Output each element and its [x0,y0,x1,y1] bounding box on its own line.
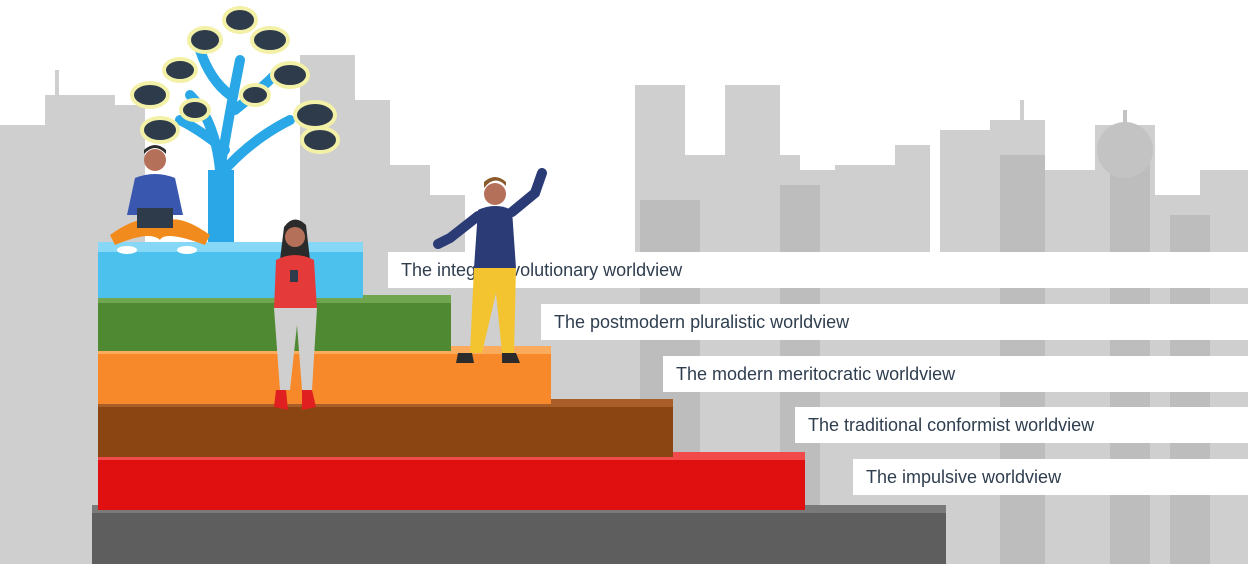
growth-tree-illustration [130,6,340,250]
label-level-1: The integral evolutionary worldview [388,252,1248,288]
step-level-1-integral [98,242,363,298]
label-level-3-text: The modern meritocratic worldview [676,363,956,384]
label-level-2-text: The postmodern pluralistic worldview [554,311,850,332]
step-level-5-impulsive [98,452,805,510]
label-level-5: The impulsive worldview [853,459,1248,495]
label-level-1-text: The integral evolutionary worldview [401,259,683,280]
woman-with-phone-figure [274,219,317,410]
waving-man-figure [433,168,547,363]
label-level-4-text: The traditional conformist worldview [808,414,1095,435]
label-level-5-text: The impulsive worldview [866,466,1062,487]
person-with-laptop-figure [110,145,210,254]
label-level-4: The traditional conformist worldview [795,407,1248,443]
base-step [92,505,946,564]
base-step-face [92,509,946,564]
step-level-4-traditional [98,399,673,457]
label-level-3: The modern meritocratic worldview [663,356,1248,392]
label-level-2: The postmodern pluralistic worldview [541,304,1248,340]
